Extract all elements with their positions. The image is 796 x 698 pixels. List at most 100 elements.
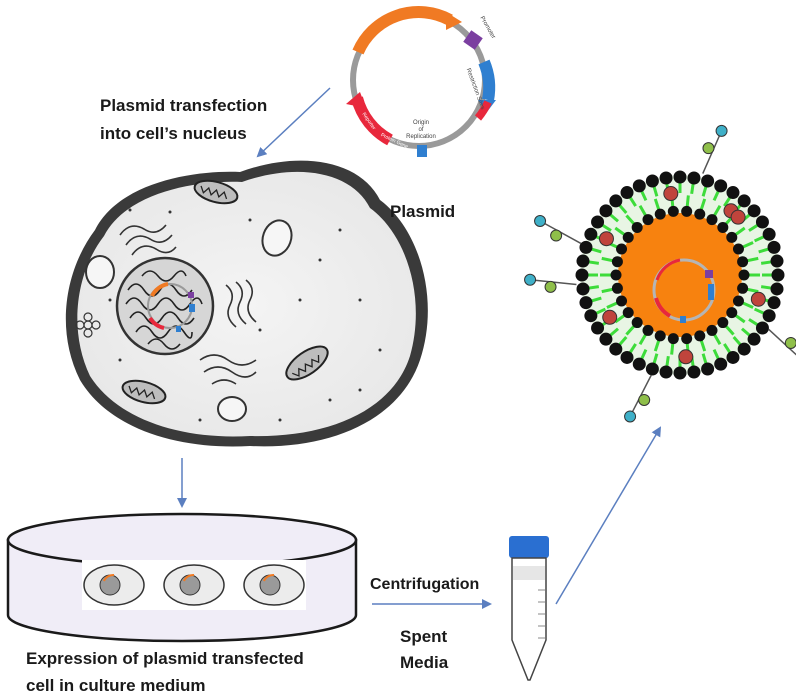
- lipid-heads-outer: [575, 170, 785, 380]
- cytoplasm: [77, 171, 416, 437]
- lipid-head: [654, 208, 666, 220]
- lipid-head: [747, 204, 761, 218]
- lipid-head: [726, 186, 740, 200]
- lipid-head: [667, 333, 679, 345]
- tube-cap: [509, 536, 549, 558]
- label-plasmid: Plasmid: [390, 202, 455, 221]
- lipid-head: [591, 321, 605, 335]
- origin-label: Origin: [413, 120, 429, 126]
- mitochondrion: [121, 379, 167, 405]
- lipid-head: [755, 321, 769, 335]
- lipid-head: [579, 296, 593, 310]
- lipid-head: [706, 214, 718, 226]
- ligand-teal-ball: [534, 214, 547, 227]
- mini-cell: [243, 564, 305, 606]
- lipid-head: [737, 282, 749, 294]
- lipid-head: [717, 317, 729, 329]
- label-expression-line1: Expression of plasmid transfected: [26, 649, 304, 668]
- lipid-head: [694, 208, 706, 220]
- encapsulated-plasmid: [652, 258, 716, 323]
- membrane-protein: [663, 186, 679, 202]
- lipid-head: [726, 350, 740, 364]
- centrifuge-tube: [509, 536, 549, 681]
- culture-dish: [6, 512, 358, 643]
- lipid-head: [611, 282, 623, 294]
- arrow-plasmid-to-cell: [256, 87, 331, 158]
- lipid-head: [642, 324, 654, 336]
- selectable-marker-segment: [352, 6, 453, 55]
- lipid-head: [767, 240, 781, 254]
- replication-label: Replication: [406, 134, 436, 140]
- lipid-head: [714, 357, 728, 371]
- tube-body: [511, 557, 547, 681]
- ligand-teal-ball: [715, 124, 728, 137]
- lipid-head: [609, 342, 623, 356]
- membrane-protein: [598, 231, 614, 247]
- label-transfection-line2: into cell’s nucleus: [100, 124, 247, 143]
- lipid-heads-inner: [610, 205, 750, 345]
- lipid-head: [755, 215, 769, 229]
- vacuole: [261, 219, 293, 257]
- lipid-head: [622, 231, 634, 243]
- lipid-head: [575, 268, 589, 282]
- plasmid-map: Selectable Marker Promoter Restriction S…: [346, 6, 496, 157]
- dish-rim: [6, 512, 358, 568]
- lipid-head: [770, 282, 784, 296]
- lipid-head: [726, 231, 738, 243]
- lipid-head: [701, 362, 715, 376]
- mini-cell: [163, 564, 225, 606]
- lipid-head: [737, 342, 751, 356]
- ligand-teal-ball: [524, 273, 537, 286]
- membrane-protein: [730, 209, 746, 225]
- lipid-head: [681, 333, 693, 345]
- lipid-head: [737, 256, 749, 268]
- lipid-head: [701, 174, 715, 188]
- lipid-head: [706, 324, 718, 336]
- lipid-head: [609, 194, 623, 208]
- lipid-head: [622, 307, 634, 319]
- exosome-vesicle: [524, 124, 796, 423]
- vacuole: [217, 396, 247, 422]
- lipid-head: [726, 307, 738, 319]
- lipid-head: [770, 254, 784, 268]
- membrane-protein: [678, 349, 694, 365]
- mitochondrion: [285, 345, 329, 381]
- lipid-head: [667, 205, 679, 217]
- lipid-head: [616, 295, 628, 307]
- restriction-sites-segment: [478, 59, 496, 102]
- of-label: of: [418, 127, 423, 133]
- ligand-green-ball: [544, 280, 557, 293]
- label-spent: Spent: [400, 627, 448, 646]
- lipid-head: [632, 357, 646, 371]
- promoter-box: [463, 30, 483, 50]
- lipid-head: [762, 227, 776, 241]
- ribosomes: [108, 208, 382, 422]
- lipid-head: [654, 330, 666, 342]
- mitochondrion: [193, 179, 239, 205]
- lipid-head: [631, 221, 643, 233]
- lipid-head: [620, 186, 634, 200]
- lipid-head: [767, 296, 781, 310]
- lipid-head: [714, 179, 728, 193]
- ligand-green-ball: [550, 229, 563, 242]
- mini-cell: [83, 564, 145, 606]
- ligand-green-ball: [702, 142, 715, 155]
- label-centrifugation: Centrifugation: [370, 576, 479, 593]
- lipid-head: [591, 215, 605, 229]
- lipid-head: [687, 171, 701, 185]
- arrow-tube-to-vesicle: [555, 426, 662, 605]
- lipid-head: [659, 171, 673, 185]
- lipid-head: [732, 295, 744, 307]
- lipid-head: [687, 365, 701, 379]
- lipid-head: [673, 366, 687, 380]
- lipid-head: [732, 243, 744, 255]
- lipid-head: [632, 179, 646, 193]
- label-media: Media: [400, 653, 449, 672]
- endoplasmic-reticulum: [119, 224, 257, 385]
- membrane-protein: [750, 291, 766, 307]
- lipid-head: [762, 309, 776, 323]
- lipid-head: [631, 317, 643, 329]
- lipid-head: [673, 170, 687, 184]
- nucleus: [115, 256, 215, 356]
